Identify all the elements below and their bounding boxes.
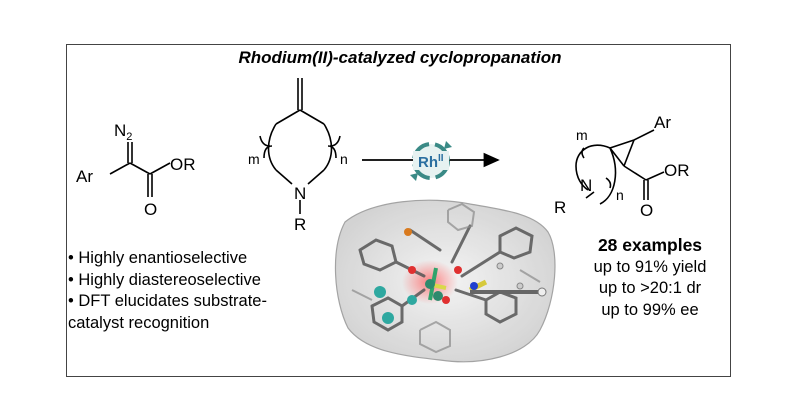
feature-item: • Highly diastereoselective: [68, 270, 261, 289]
cyclopropane-product: [575, 129, 665, 205]
alkene-n-atom: N: [294, 184, 306, 203]
rh-catalyst-label: RhII: [418, 153, 444, 171]
figure-frame: [66, 44, 731, 377]
diazo-compound: [109, 142, 171, 197]
ee-stat: up to 99% ee: [601, 300, 699, 319]
results-summary: 28 examples up to 91% yield up to >20:1 …: [575, 235, 725, 321]
diazo-or-label: OR: [170, 155, 196, 174]
feature-item: catalyst recognition: [68, 313, 210, 332]
diazo-ar-label: Ar: [76, 167, 93, 186]
product-m-label: m: [576, 127, 588, 143]
alkene-n-label: n: [340, 151, 348, 167]
product-n-atom: N: [580, 176, 592, 195]
feature-item: • Highly enantioselective: [68, 249, 248, 267]
yield-stat: up to 91% yield: [593, 257, 707, 276]
product-or-label: OR: [664, 161, 690, 180]
diazo-n2-label: N2: [114, 121, 132, 143]
product-ar-label: Ar: [654, 113, 671, 132]
alkene-substrate: [259, 78, 341, 214]
product-n-label: n: [616, 187, 624, 203]
diazo-o-label: O: [144, 200, 157, 219]
product-r-label: R: [554, 198, 566, 217]
alkene-m-label: m: [248, 151, 260, 167]
examples-count: 28 examples: [597, 235, 703, 255]
feature-list: • Highly enantioselective • Highly diast…: [68, 248, 267, 334]
product-o-label: O: [640, 201, 653, 220]
feature-item: • DFT elucidates substrate-: [68, 292, 267, 310]
rh-catalyst-badge: [410, 141, 452, 181]
figure-title: Rhodium(II)-catalyzed cyclopropanation: [238, 48, 562, 67]
alkene-r-label: R: [294, 215, 306, 234]
dft-model-image: [334, 199, 556, 363]
dr-stat: up to >20:1 dr: [598, 279, 702, 297]
